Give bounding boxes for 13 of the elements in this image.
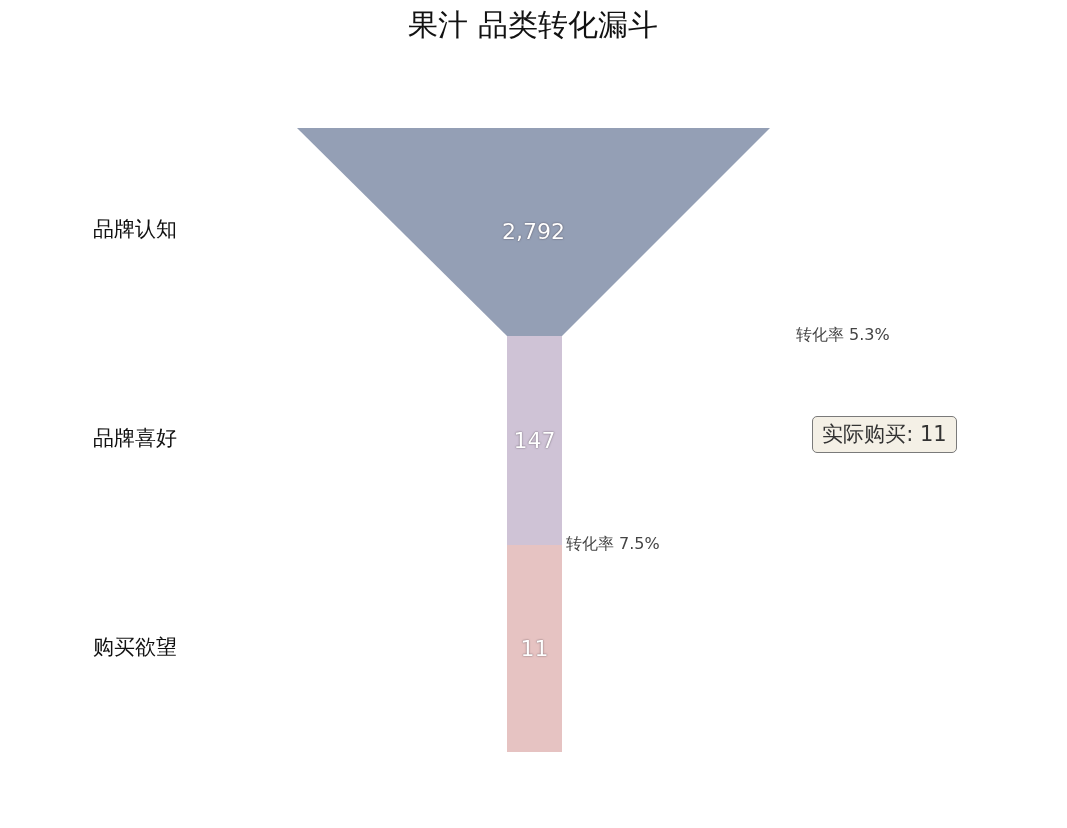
- conversion-rate-label: 转化率 7.5%: [566, 533, 660, 555]
- funnel-segment: [297, 128, 770, 336]
- stage-label: 品牌认知: [93, 216, 177, 242]
- chart-title: 果汁 品类转化漏斗: [408, 7, 658, 43]
- stage-label: 品牌喜好: [93, 425, 177, 451]
- value-label: 11: [520, 634, 549, 663]
- annotation-box: 实际购买: 11: [812, 416, 957, 453]
- stage-label: 购买欲望: [93, 634, 177, 660]
- funnel-segment: [507, 336, 562, 545]
- funnel-segment: [507, 545, 562, 752]
- value-label: 2,792: [502, 218, 565, 246]
- value-label: 147: [513, 426, 556, 455]
- conversion-rate-label: 转化率 5.3%: [796, 324, 890, 346]
